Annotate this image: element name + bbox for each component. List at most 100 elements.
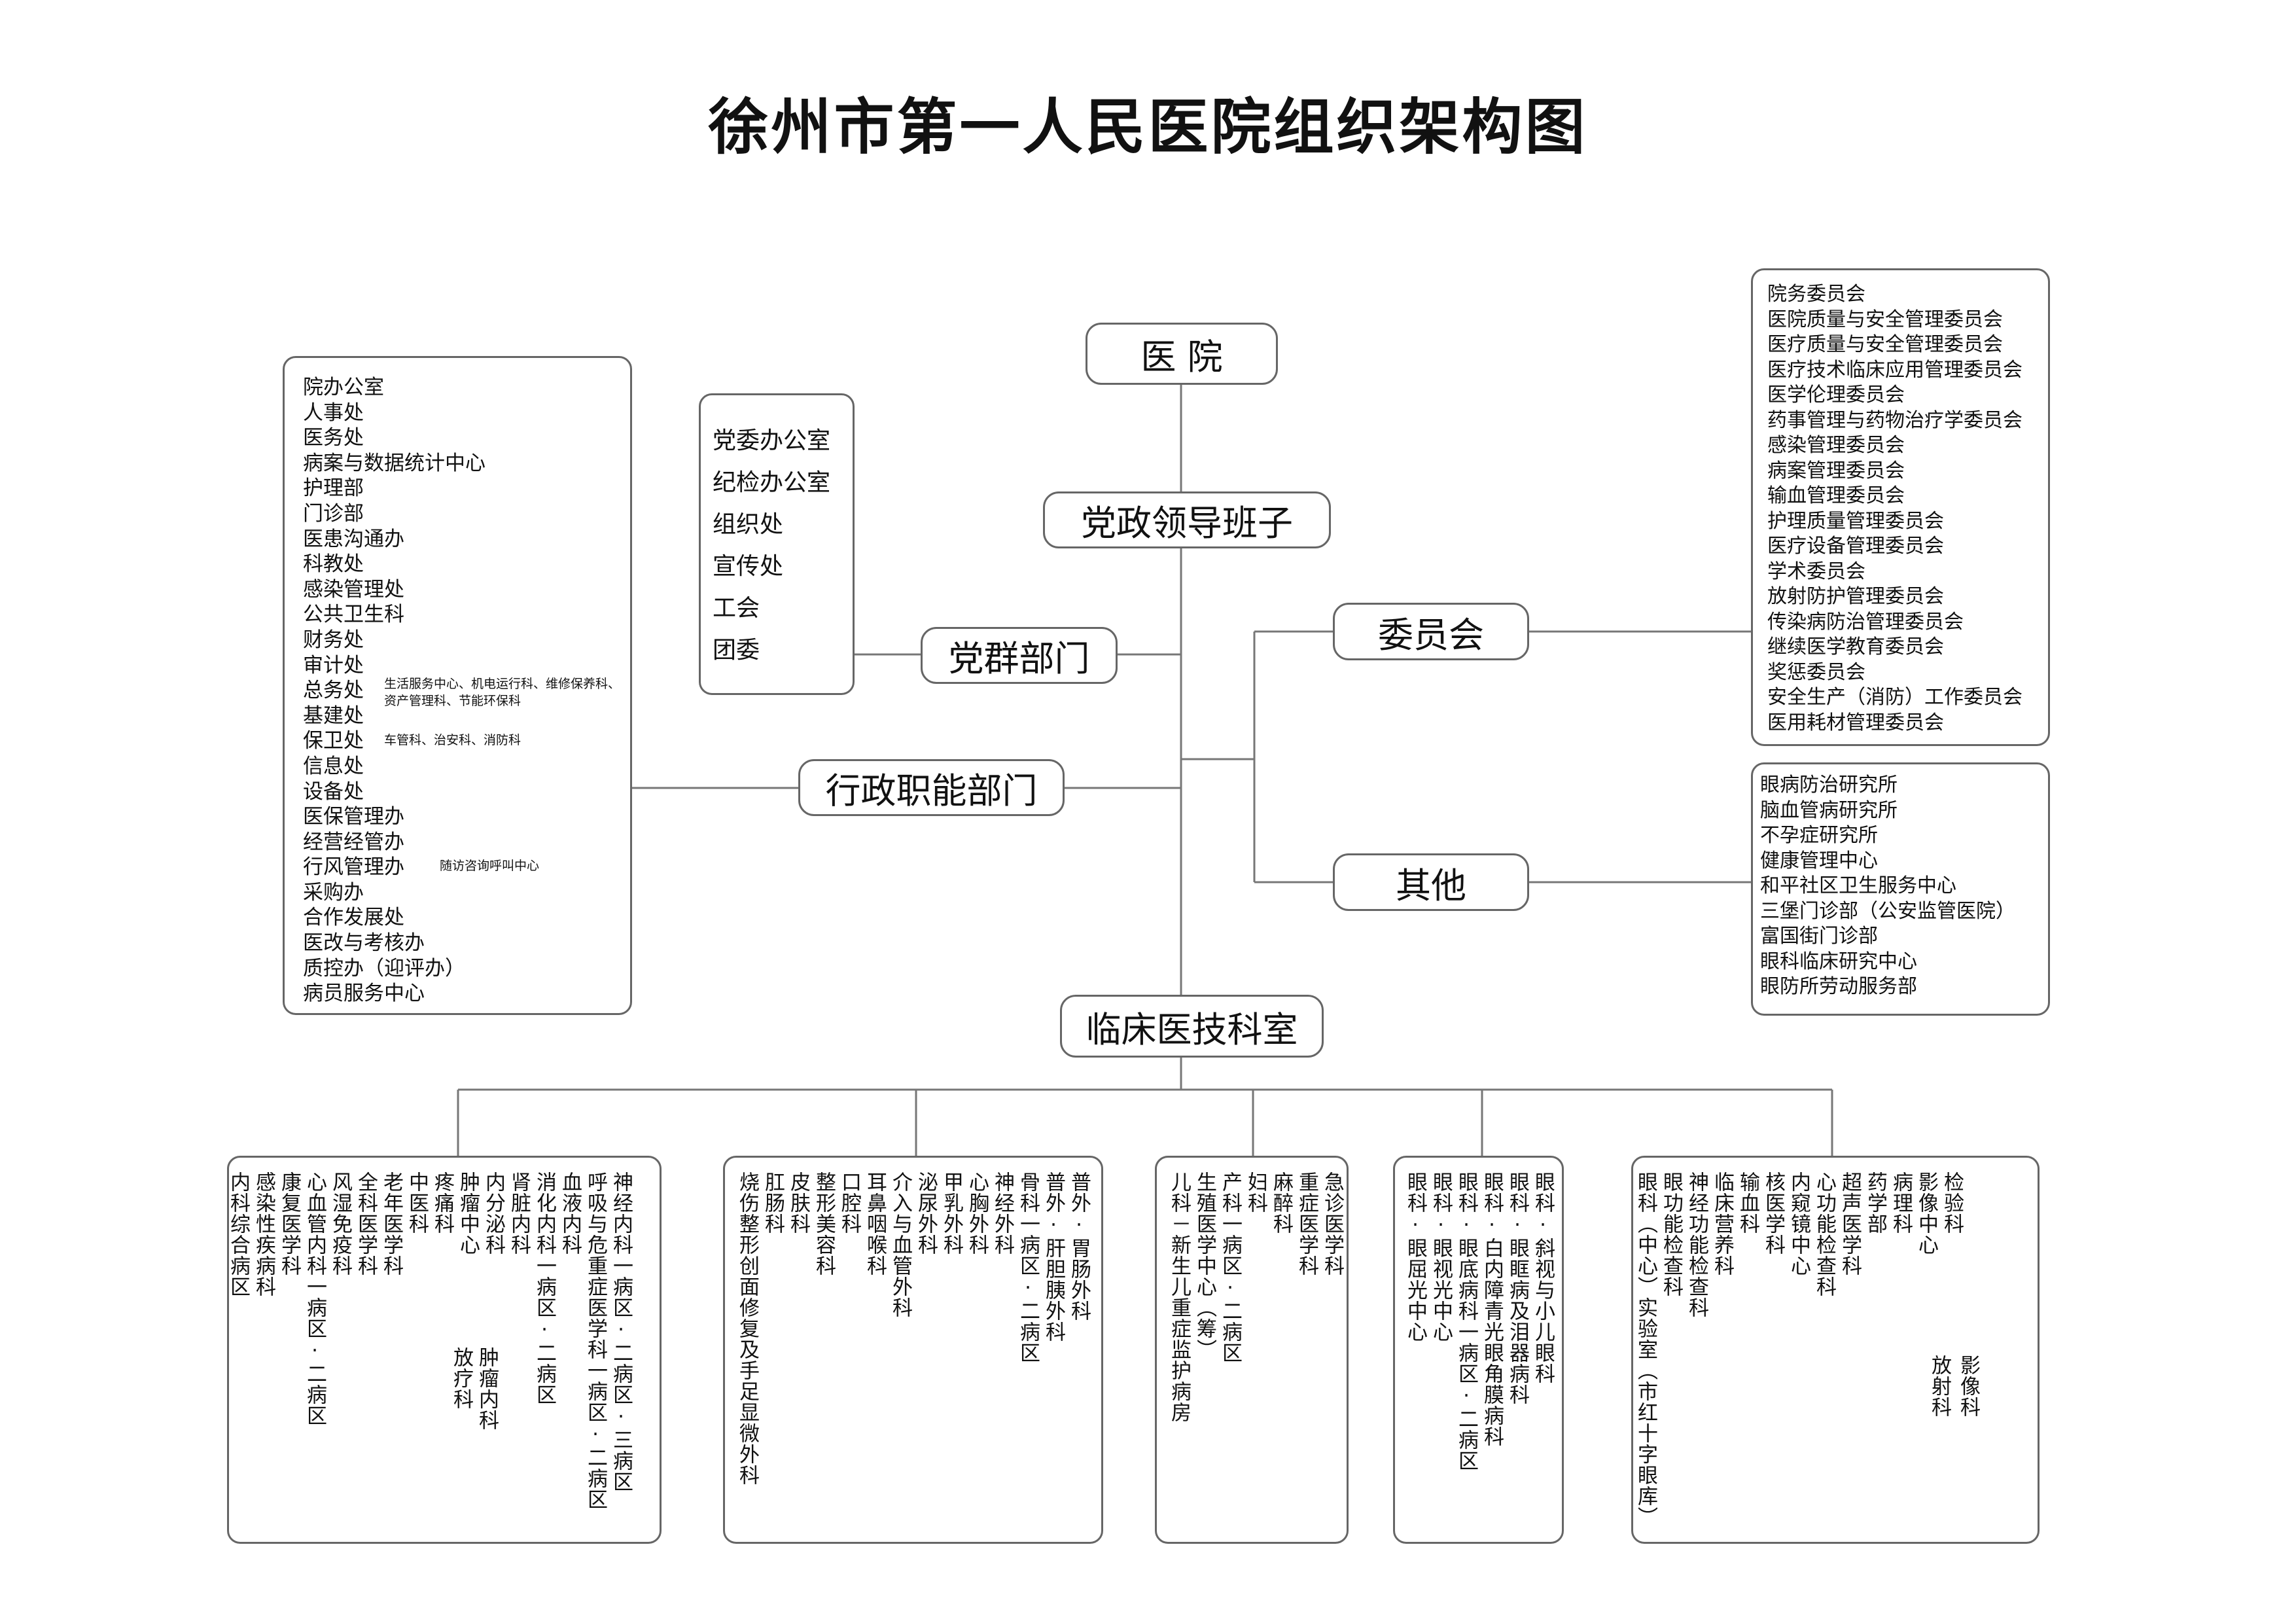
clinical-columns-emergency: 急诊医学科重症医学科麻醉科妇科产科一病区·二病区生殖医学中心（筹）儿科－新生儿重…	[1167, 1171, 1344, 1423]
general-affairs-sub-2: 资产管理科、节能环保科	[384, 694, 521, 708]
committee-item: 放射防护管理委员会	[1767, 585, 1944, 608]
committee-item: 奖惩委员会	[1767, 660, 1865, 684]
clinical-group-internal	[227, 1156, 662, 1544]
clinical-dept-column: 妇科	[1244, 1171, 1267, 1213]
clinical-group-emergency	[1155, 1156, 1349, 1544]
clinical-dept-column: 甲乳外科	[940, 1171, 963, 1255]
clinical-dept-column: 眼科·眼底病科一病区·二病区	[1455, 1171, 1478, 1471]
node-clinical: 临床医技科室	[1060, 995, 1324, 1058]
node-hospital: 医 院	[1086, 323, 1278, 385]
admin-dept-item: 总务处	[303, 679, 364, 703]
other-item: 不孕症研究所	[1760, 824, 1878, 847]
clinical-dept-column: 眼科·白内障青光眼角膜病科	[1480, 1171, 1504, 1447]
committee-item: 传染病防治管理委员会	[1767, 610, 1964, 633]
admin-dept-item: 审计处	[303, 653, 364, 677]
party-dept-item: 组织处	[713, 511, 784, 538]
clinical-dept-column: 神经内科一病区·二病区·三病区	[609, 1171, 633, 1492]
other-item: 三堡门诊部（公安监管医院）	[1760, 899, 2015, 923]
committee-item: 医用耗材管理委员会	[1767, 711, 1944, 734]
clinical-sub-imaging: 影像科	[1956, 1355, 1980, 1418]
clinical-columns-medtech: 检验科影像中心病理科药学部超声医学科心功能检查科内窥镜中心核医学科输血科临床营养…	[1634, 1171, 1964, 1527]
clinical-dept-column: 产科一病区·二病区	[1218, 1171, 1242, 1363]
conduct-sub: 随访咨询呼叫中心	[440, 859, 540, 873]
clinical-dept-column: 介入与血管外科	[889, 1171, 912, 1318]
clinical-dept-column: 超声医学科	[1838, 1171, 1862, 1276]
clinical-dept-column: 麻醉科	[1269, 1171, 1293, 1234]
admin-dept-item: 医务处	[303, 426, 364, 450]
clinical-dept-column: 急诊医学科	[1320, 1171, 1344, 1276]
clinical-dept-column: 输血科	[1736, 1171, 1759, 1234]
clinical-dept-column: 烧伤整形创面修复及手足显微外科	[735, 1171, 759, 1486]
security-sub: 车管科、治安科、消防科	[384, 733, 521, 747]
clinical-group-medtech	[1631, 1156, 2040, 1544]
clinical-dept-column: 骨科一病区·二病区	[1016, 1171, 1040, 1363]
clinical-dept-column: 肿瘤中心	[456, 1171, 480, 1255]
other-item: 眼科临床研究中心	[1760, 950, 1917, 973]
clinical-dept-column: 心胸外科	[965, 1171, 989, 1255]
committee-item: 输血管理委员会	[1767, 484, 1905, 507]
committee-item: 院务委员会	[1767, 283, 1865, 306]
party-dept-item: 宣传处	[713, 553, 784, 580]
clinical-dept-column: 皮肤科	[786, 1171, 810, 1234]
clinical-sub-radiology: 放射科	[1928, 1355, 1951, 1418]
admin-dept-item: 病员服务中心	[303, 982, 425, 1006]
node-party: 党群部门	[921, 627, 1118, 684]
clinical-dept-column: 病理科	[1889, 1171, 1913, 1234]
admin-dept-panel	[283, 356, 632, 1015]
admin-dept-item: 质控办（迎评办）	[303, 956, 465, 980]
clinical-dept-column: 肾脏内科	[507, 1171, 531, 1255]
other-item: 健康管理中心	[1760, 849, 1878, 872]
clinical-dept-column: 眼科·眼眶病及泪器病科	[1506, 1171, 1529, 1405]
admin-dept-item: 行风管理办	[303, 855, 404, 880]
clinical-dept-column: 疼痛科	[431, 1171, 454, 1234]
admin-dept-item: 保卫处	[303, 729, 364, 753]
committee-item: 医疗技术临床应用管理委员会	[1767, 358, 2022, 382]
clinical-dept-column: 消化内科一病区·二病区	[533, 1171, 556, 1405]
admin-dept-item: 医患沟通办	[303, 527, 404, 551]
committee-item: 学术委员会	[1767, 560, 1865, 583]
clinical-columns-ophthalmology: 眼科·斜视与小儿眼科眼科·眼眶病及泪器病科眼科·白内障青光眼角膜病科眼科·眼底病…	[1404, 1171, 1555, 1471]
clinical-dept-column: 心功能检查科	[1812, 1171, 1836, 1297]
party-dept-item: 党委办公室	[713, 427, 831, 454]
other-item: 富国街门诊部	[1760, 925, 1878, 948]
admin-dept-list: 院办公室人事处医务处病案与数据统计中心护理部门诊部医患沟通办科教处感染管理处公共…	[303, 375, 486, 1007]
clinical-dept-column: 口腔科	[838, 1171, 861, 1234]
clinical-dept-column: 泌尿外科	[914, 1171, 938, 1255]
clinical-columns-internal: 神经内科一病区·二病区·三病区呼吸与危重症医学科一病区·二病区血液内科消化内科一…	[226, 1171, 633, 1510]
committee-list: 院务委员会医院质量与安全管理委员会医疗质量与安全管理委员会医疗技术临床应用管理委…	[1767, 282, 2022, 736]
node-leadership: 党政领导班子	[1043, 491, 1331, 548]
party-dept-panel	[699, 393, 855, 695]
clinical-dept-column: 普外·肝胆胰外科	[1042, 1171, 1065, 1342]
clinical-dept-column: 整形美容科	[812, 1171, 836, 1276]
committee-item: 医学伦理委员会	[1767, 383, 1905, 406]
other-panel	[1751, 762, 2050, 1016]
clinical-dept-column: 核医学科	[1761, 1171, 1785, 1255]
admin-dept-item: 经营经管办	[303, 830, 404, 854]
other-item: 眼防所劳动服务部	[1760, 975, 1917, 998]
party-dept-list: 党委办公室纪检办公室组织处宣传处工会团委	[713, 420, 830, 671]
clinical-group-ophthalmology	[1393, 1156, 1564, 1544]
other-item: 眼病防治研究所	[1760, 774, 1898, 796]
admin-dept-item: 设备处	[303, 779, 364, 804]
admin-dept-item: 科教处	[303, 552, 364, 577]
clinical-dept-column: 儿科－新生儿重症监护病房	[1167, 1171, 1191, 1423]
general-affairs-sub-1: 生活服务中心、机电运行科、维修保养科、	[384, 677, 621, 691]
clinical-dept-column: 生殖医学中心（筹）	[1193, 1171, 1216, 1360]
clinical-dept-column: 神经功能检查科	[1685, 1171, 1708, 1318]
clinical-dept-column: 康复医学科	[277, 1171, 301, 1276]
clinical-dept-column: 药学部	[1863, 1171, 1887, 1234]
admin-dept-item: 感染管理处	[303, 577, 404, 601]
admin-dept-item: 公共卫生科	[303, 603, 404, 627]
admin-dept-item: 人事处	[303, 401, 364, 425]
clinical-dept-column: 血液内科	[558, 1171, 582, 1255]
admin-dept-item: 采购办	[303, 880, 364, 904]
admin-dept-item: 门诊部	[303, 501, 364, 526]
admin-dept-item: 财务处	[303, 628, 364, 652]
clinical-columns-surgery: 普外·胃肠外科普外·肝胆胰外科骨科一病区·二病区神经外科心胸外科甲乳外科泌尿外科…	[735, 1171, 1091, 1486]
clinical-dept-column: 风湿免疫科	[328, 1171, 352, 1276]
clinical-dept-column: 眼功能检查科	[1659, 1171, 1683, 1297]
party-dept-item: 团委	[713, 637, 760, 664]
node-committee: 委员会	[1333, 603, 1529, 660]
committee-item: 药事管理与药物治疗学委员会	[1767, 408, 2022, 432]
clinical-dept-column: 内科综合病区	[226, 1171, 250, 1297]
